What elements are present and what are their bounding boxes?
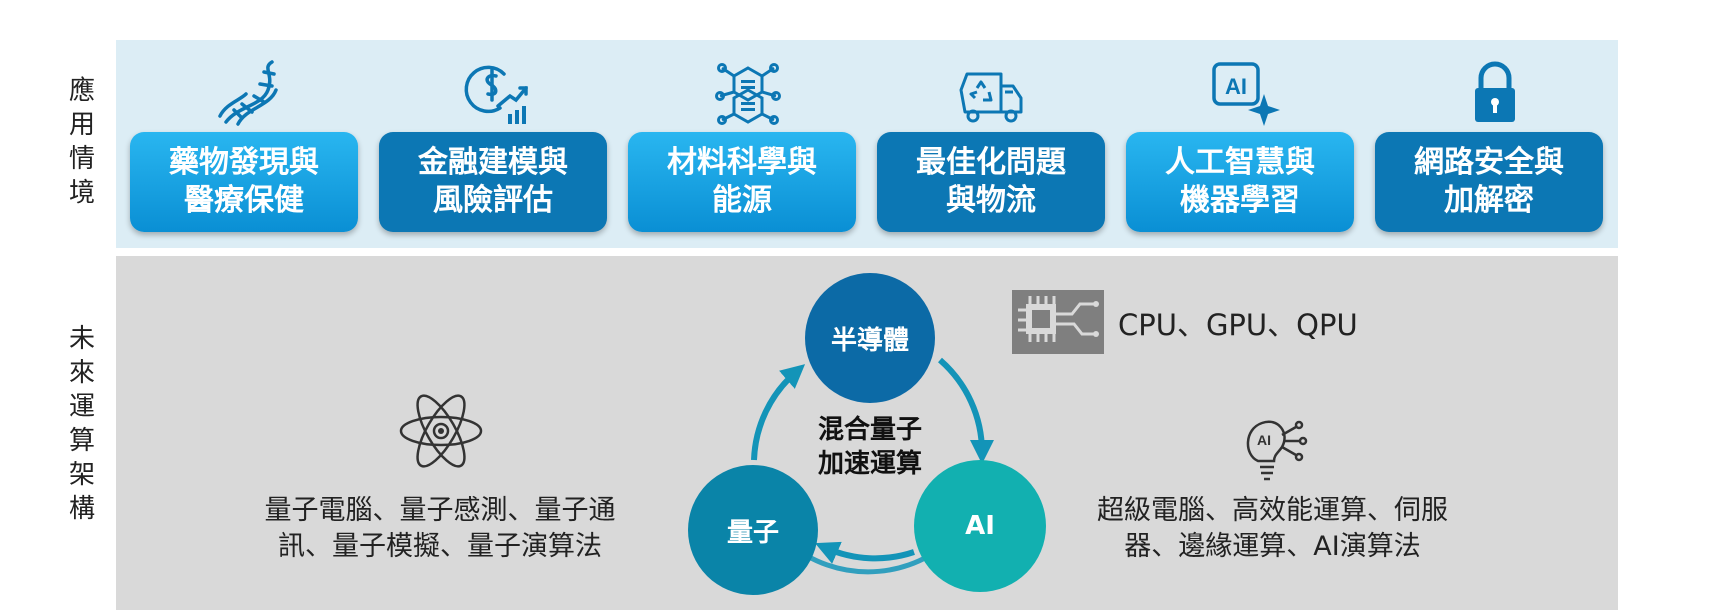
app-card-optimization-logistics: 最佳化問題 與物流: [877, 132, 1105, 232]
finance-chart-icon: [464, 65, 528, 124]
ai-lightbulb-icon: AI: [1246, 420, 1308, 481]
svg-text:AI: AI: [1257, 432, 1271, 448]
molecule-network-icon: [715, 63, 781, 125]
hybrid-computing-label: 混合量子 加速運算: [817, 415, 922, 479]
arrow-semiconductor-to-ai: [938, 357, 994, 464]
svg-text:AI: AI: [1225, 74, 1247, 99]
architecture-section-label: 未 來 運 算 架 構: [68, 324, 95, 524]
ai-sparkle-icon: AI: [1212, 62, 1280, 126]
arrow-ai-to-quantum: [815, 541, 915, 564]
app-card-materials-science: 材料科學與 能源: [628, 132, 856, 232]
app-card-drug-discovery: 藥物發現與 醫療保健: [130, 132, 358, 232]
atom-icon: [399, 394, 483, 468]
circuit-board-icon: [1012, 290, 1104, 354]
application-section-label: 應 用 情 境: [68, 76, 95, 208]
arrow-quantum-to-semiconductor: [751, 364, 806, 461]
semiconductor-node: 半導體: [805, 273, 935, 403]
chips-label: CPU、GPU、QPU: [1118, 308, 1358, 342]
quantum-technologies-text: 量子電腦、量子感測、量子通 訊、量子模擬、量子演算法: [264, 495, 616, 562]
app-card-ai-ml: 人工智慧與 機器學習: [1126, 132, 1354, 232]
dna-icon: [218, 60, 278, 126]
ai-node: AI: [914, 460, 1046, 592]
padlock-icon: [1475, 61, 1515, 122]
quantum-node: 量子: [688, 465, 818, 595]
recycling-truck-icon: [959, 72, 1023, 123]
app-card-financial-modeling: 金融建模與 風險評估: [379, 132, 607, 232]
application-panel: [116, 40, 1618, 248]
app-card-cybersecurity: 網路安全與 加解密: [1375, 132, 1603, 232]
classical-technologies-text: 超級電腦、高效能運算、伺服 器、邊緣運算、AI演算法: [1097, 495, 1448, 562]
